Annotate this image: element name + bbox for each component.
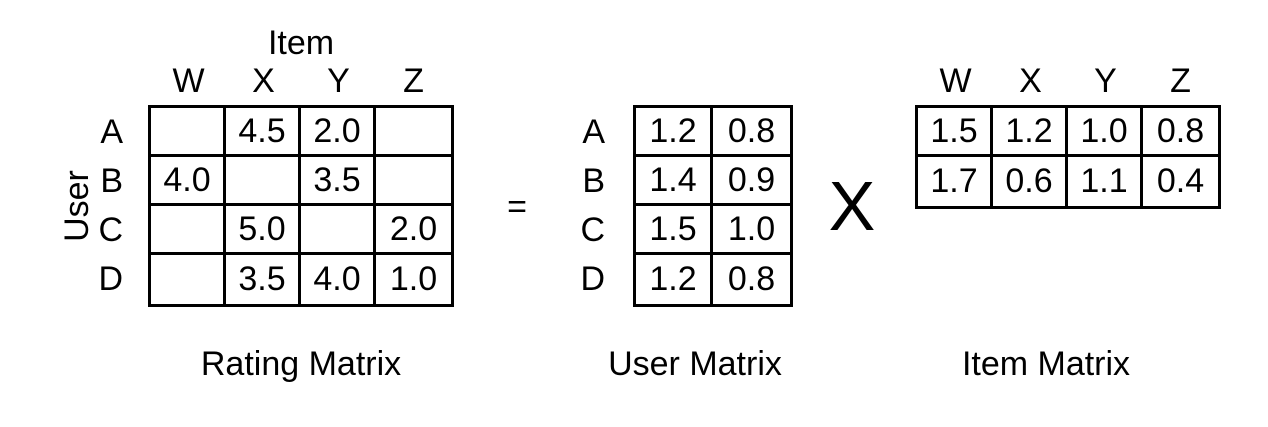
rating-cell	[151, 206, 226, 255]
user-factor-cell: 1.4	[636, 157, 713, 206]
item-factor-cell: 0.4	[1156, 162, 1205, 200]
user-factor-cell: 1.5	[636, 206, 713, 255]
col-header-label: X	[1019, 62, 1042, 100]
row-header-label: B	[582, 162, 605, 200]
rating-cell	[151, 255, 226, 304]
col-header-label: Z	[403, 62, 424, 100]
item-factor-cell: 0.6	[993, 157, 1068, 206]
rating-matrix-caption: Rating Matrix	[200, 345, 402, 383]
item-factor-cell: 1.1	[1068, 157, 1143, 206]
user-factor-cell: 0.9	[713, 157, 790, 206]
rating-col-headers: W X Y Z	[151, 64, 451, 98]
item-factor-cell: 1.5	[918, 108, 993, 157]
row-header-label: B	[100, 162, 123, 200]
user-factor-cell: 1.2	[636, 108, 713, 157]
rating-cell	[151, 108, 226, 157]
rating-cell	[376, 157, 451, 206]
row-header-label: C	[98, 211, 123, 249]
user-factor-cell: 0.8	[713, 108, 790, 157]
col-header-label: Y	[1094, 62, 1117, 100]
item-col-headers: W X Y Z	[918, 64, 1218, 98]
col-header-label: Y	[327, 62, 350, 100]
rating-cell	[376, 108, 451, 157]
rating-cell: 2.0	[301, 108, 376, 157]
user-factor-cell: 1.2	[636, 255, 713, 304]
equals-operator: =	[507, 187, 527, 226]
item-factor-cell: 1.0	[1068, 108, 1143, 157]
user-factor-cell: 1.0	[713, 206, 790, 255]
rating-cell: 1.0	[389, 260, 438, 298]
rating-cell: 5.0	[226, 206, 301, 255]
row-header-label: D	[98, 260, 123, 298]
item-factor-cell: 1.2	[993, 108, 1068, 157]
col-header-label: X	[252, 62, 275, 100]
item-axis-label: Item	[267, 24, 335, 62]
item-factor-cell: 0.8	[1143, 108, 1218, 157]
row-header-label: D	[580, 260, 605, 298]
item-factor-cell: 1.7	[918, 157, 993, 206]
rating-cell	[226, 157, 301, 206]
rating-cell	[301, 206, 376, 255]
item-matrix-caption: Item Matrix	[961, 345, 1131, 383]
row-header-label: A	[100, 113, 123, 151]
rating-cell: 3.5	[226, 255, 301, 304]
row-header-label: C	[580, 211, 605, 249]
col-header-label: Z	[1170, 62, 1191, 100]
rating-cell: 2.0	[376, 206, 451, 255]
rating-cell: 4.0	[301, 255, 376, 304]
row-header-label: A	[582, 113, 605, 151]
rating-cell: 4.0	[151, 157, 226, 206]
col-header-label: W	[172, 62, 205, 100]
user-matrix-caption: User Matrix	[608, 345, 782, 383]
rating-cell: 4.5	[226, 108, 301, 157]
multiply-operator: X	[828, 167, 876, 245]
rating-cell: 3.5	[301, 157, 376, 206]
user-factor-cell: 0.8	[727, 260, 776, 298]
col-header-label: W	[939, 62, 972, 100]
